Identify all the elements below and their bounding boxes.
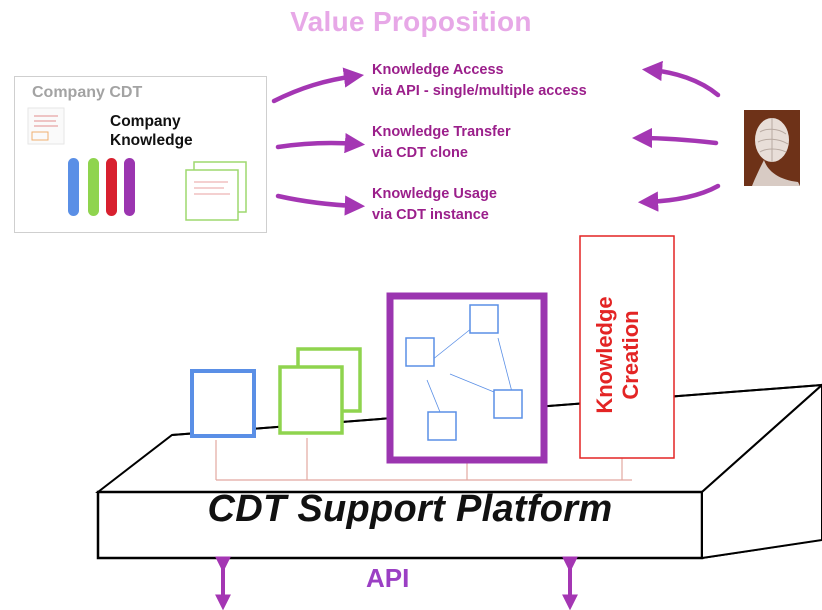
value-item-title: Knowledge Access (372, 62, 504, 78)
value-item-title: Knowledge Usage (372, 186, 497, 202)
value-item-subtitle: via CDT clone (372, 145, 468, 161)
arrow-access-left (271, 67, 365, 104)
company-cdt-title: Company CDT (32, 84, 143, 101)
company-knowledge-label: Company Knowledge (110, 112, 193, 150)
value-item-access: Knowledge Access via API - single/multip… (372, 60, 587, 102)
company-knowledge-line2: Knowledge (110, 132, 193, 149)
green-bar (88, 158, 99, 216)
arrow-usage-left (275, 193, 366, 216)
company-doc-stack (185, 161, 247, 221)
value-item-subtitle: via API - single/multiple access (372, 83, 587, 99)
knowledge-creation-line2: Creation (618, 310, 643, 400)
blue-bar (68, 158, 79, 216)
purple-component (386, 292, 548, 464)
platform-label: CDT Support Platform (207, 488, 613, 530)
value-item-subtitle: via CDT instance (372, 207, 489, 223)
api-label: API (366, 563, 410, 593)
red-bar (106, 158, 117, 216)
arrow-transfer-right (631, 127, 719, 149)
knowledge-creation-label: Knowledge Creation (572, 262, 664, 448)
company-knowledge-line1: Company (110, 113, 181, 130)
blue-component (190, 369, 256, 438)
arrow-access-right (641, 60, 721, 98)
value-item-usage: Knowledge Usage via CDT instance (372, 184, 497, 226)
person-avatar (744, 110, 800, 186)
green-component (278, 347, 362, 435)
knowledge-creation-box (579, 235, 675, 459)
value-item-title: Knowledge Transfer (372, 124, 511, 140)
value-item-transfer: Knowledge Transfer via CDT clone (372, 122, 511, 164)
network-node (493, 389, 523, 419)
company-doc-thumbnail (27, 107, 65, 145)
diagram-title: Value Proposition (290, 6, 532, 37)
network-node (405, 337, 435, 367)
component-connector (215, 438, 632, 481)
knowledge-creation-line1: Knowledge (592, 296, 617, 414)
arrow-transfer-left (275, 133, 366, 154)
network-node (469, 304, 499, 334)
network-node (427, 411, 457, 441)
purple-bar (124, 158, 135, 216)
arrow-usage-right (637, 183, 721, 212)
